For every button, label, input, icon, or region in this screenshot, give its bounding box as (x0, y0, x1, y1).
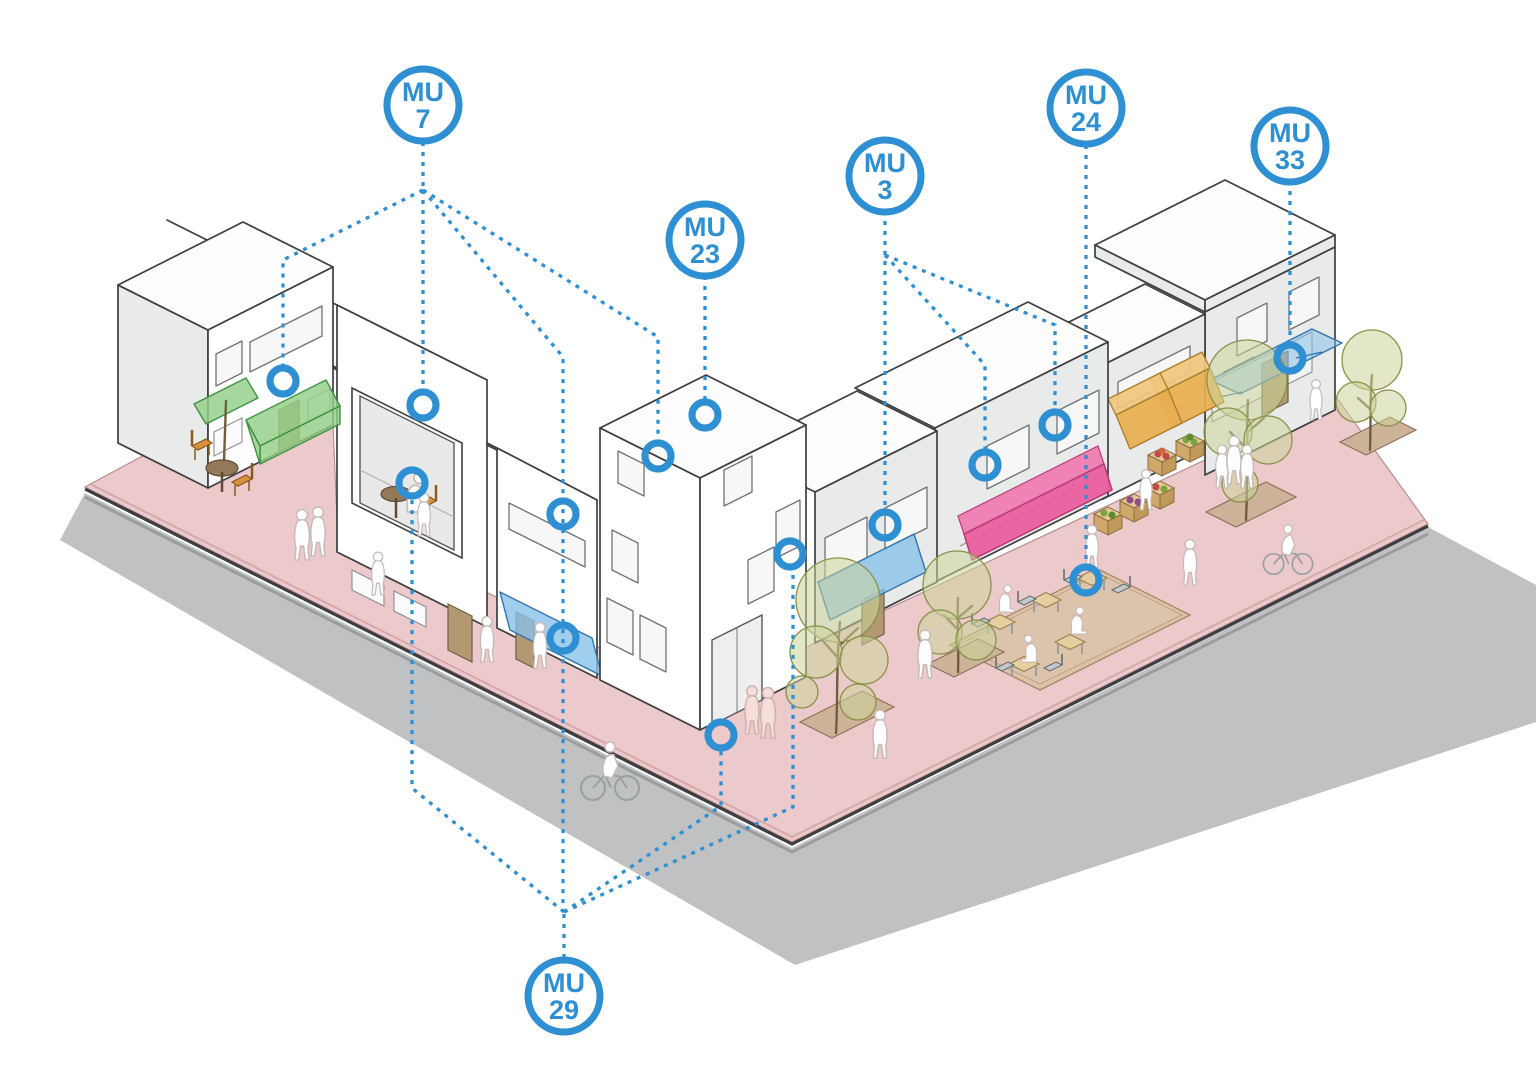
mu-23-badge: MU 23 (665, 200, 745, 280)
cafe-umbrella-icon (193, 377, 259, 464)
mu-7-label: MU (402, 77, 444, 107)
mu-33-badge: MU 33 (1250, 106, 1330, 186)
building-4-corner-tower (599, 374, 807, 731)
mu-29-badge: MU 29 (524, 956, 604, 1036)
cyclists (580, 524, 1314, 801)
mu-3-number: 3 (877, 175, 892, 205)
mu-29-number: 29 (549, 995, 579, 1025)
callout-markers (266, 341, 1307, 752)
mu-3-badge: MU 3 (845, 136, 925, 216)
pink-awning-icon (957, 445, 1113, 561)
leader-lines (281, 142, 1292, 958)
street-trees (785, 329, 1418, 739)
tree (785, 557, 896, 739)
mu-23-label: MU (684, 212, 726, 242)
mu-7-number: 7 (415, 104, 430, 134)
mu-33-label: MU (1269, 118, 1311, 148)
mu-7-badge: MU 7 (383, 65, 463, 145)
mu-3-label: MU (864, 148, 906, 178)
green-awning-icon (245, 379, 341, 465)
mu-23-number: 23 (690, 239, 720, 269)
mu-24-number: 24 (1071, 107, 1101, 137)
mu-33-number: 33 (1275, 145, 1305, 175)
building-6-pink-awning (854, 301, 1113, 583)
road (60, 493, 1536, 965)
cafe-furniture (190, 430, 438, 518)
tree (1335, 329, 1418, 456)
tree (917, 550, 1006, 678)
mu-29-label: MU (543, 968, 585, 998)
mu-24-badge: MU 24 (1046, 68, 1126, 148)
mu-24-label: MU (1065, 80, 1107, 110)
